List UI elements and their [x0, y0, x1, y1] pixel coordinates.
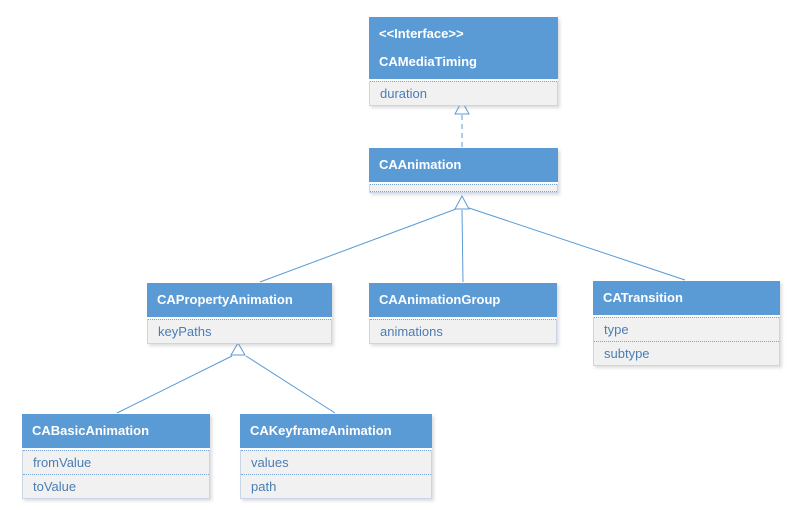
class-stereotype: <<Interface>>: [379, 26, 464, 41]
realization-arrowhead-icon: [454, 99, 470, 115]
class-header: CAPropertyAnimation: [147, 283, 332, 319]
class-box-cakeyframeanimation[interactable]: CAKeyframeAnimation values path: [240, 414, 432, 499]
class-title: CAKeyframeAnimation: [250, 423, 392, 438]
class-header: CABasicAnimation: [22, 414, 210, 450]
class-box-caanimationgroup[interactable]: CAAnimationGroup animations: [369, 283, 557, 344]
class-box-caanimation[interactable]: CAAnimation: [369, 148, 558, 193]
attribute-row: duration: [370, 81, 557, 105]
attribute-section: fromValue toValue: [22, 450, 210, 499]
generalization-edge-capropertyanimation-caanimation: [259, 208, 457, 283]
generalization-edge-caanimationgroup-caanimation: [461, 209, 464, 283]
attribute-section: type subtype: [593, 317, 780, 366]
class-title: CAAnimationGroup: [379, 292, 501, 307]
generalization-edge-catransition-caanimation: [468, 207, 686, 281]
class-box-catransition[interactable]: CATransition type subtype: [593, 281, 780, 366]
class-header: CAKeyframeAnimation: [240, 414, 432, 450]
attribute-row: values: [241, 450, 431, 474]
attribute-section: [369, 184, 558, 193]
attribute-section: values path: [240, 450, 432, 499]
class-title: CAMediaTiming: [379, 54, 477, 69]
generalization-arrowhead-icon: [230, 342, 246, 356]
class-title: CAAnimation: [379, 157, 462, 172]
class-header: CAAnimation: [369, 148, 558, 184]
class-box-camediatiming[interactable]: <<Interface>> CAMediaTiming duration: [369, 17, 558, 106]
generalization-edge-cabasicanimation-capropertyanimation: [116, 355, 233, 414]
attribute-row: subtype: [594, 341, 779, 365]
class-header: CAAnimationGroup: [369, 283, 557, 319]
class-title: CABasicAnimation: [32, 423, 150, 438]
attribute-section: animations: [369, 319, 557, 344]
attribute-row: toValue: [23, 474, 209, 498]
attribute-section: duration: [369, 81, 558, 106]
class-header: <<Interface>> CAMediaTiming: [369, 17, 558, 81]
attribute-row-empty: [370, 184, 557, 192]
class-title: CATransition: [603, 290, 683, 305]
attribute-row: fromValue: [23, 450, 209, 474]
class-title: CAPropertyAnimation: [157, 292, 293, 307]
attribute-row: keyPaths: [148, 319, 331, 343]
class-box-capropertyanimation[interactable]: CAPropertyAnimation keyPaths: [147, 283, 332, 344]
attribute-row: type: [594, 317, 779, 341]
attribute-section: keyPaths: [147, 319, 332, 344]
attribute-row: animations: [370, 319, 556, 343]
attribute-row: path: [241, 474, 431, 498]
generalization-edge-cakeyframeanimation-capropertyanimation: [245, 355, 336, 414]
class-box-cabasicanimation[interactable]: CABasicAnimation fromValue toValue: [22, 414, 210, 499]
generalization-arrowhead-icon: [454, 194, 470, 210]
class-header: CATransition: [593, 281, 780, 317]
